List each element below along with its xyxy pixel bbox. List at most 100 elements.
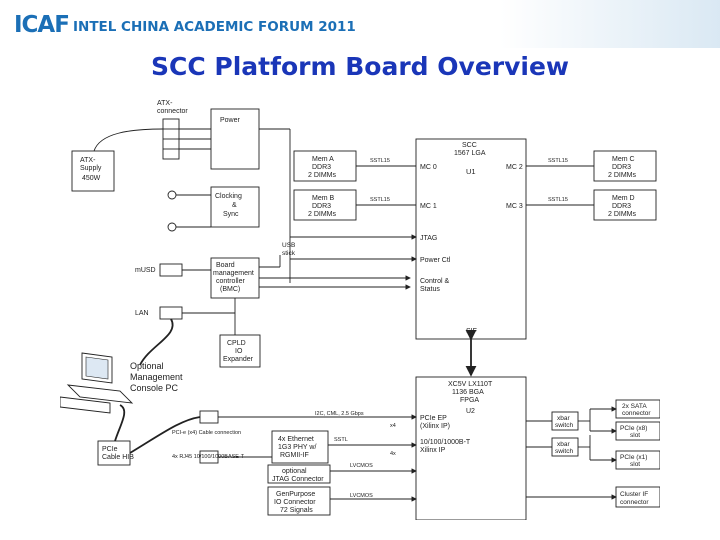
atx-connector: ATX- connector [157,100,188,160]
pcie-ep-label-1: PCIe EP [420,415,447,422]
clock-oscillator-icon [167,222,177,232]
sstl-label-b: SSTL15 [370,197,390,203]
pcie8-label-1: PCIe (x8) [620,425,647,432]
gpio-label-1: GenPurpose [276,491,315,498]
scc-label-1: SCC [462,142,477,149]
mem-d-label-2: DDR3 [612,203,631,210]
scc-mc2-label: MC 2 [506,164,523,171]
pcie1-label-2: slot [630,461,640,468]
atx-supply-label-3: 450W [82,175,101,182]
pcie-cable-label: PCI-e (x4) Cable connection [172,430,241,436]
mem-b-label-1: Mem B [312,195,335,202]
rj45-label: 4x RJ45 10/100/1000BASE-T [172,454,245,460]
scc-mc0-label: MC 0 [420,164,437,171]
bmc-label-2: management [213,270,254,277]
usb-stick-label-2: stick [282,250,296,257]
sata-label-1: 2x SATA [622,403,647,410]
bmc-label-3: controller [216,278,245,285]
scc-u1-label: U1 [466,167,476,176]
sstl-label-c: SSTL15 [548,158,568,164]
eth-mac-label-1: 10/100/1000B-T [420,439,471,446]
clock-oscillator-icon [167,190,177,200]
opt-jtag-label-2: JTAG Connector [272,476,324,483]
sata-label-2: connector [622,410,651,417]
mem-c-label-1: Mem C [612,156,635,163]
sstl-label-d: SSTL15 [548,197,568,203]
musd-label: mUSD [135,267,156,274]
console-label-1: Optional [130,361,164,371]
clocking-sync-block [210,186,260,228]
xbar1-label-1: xbar [557,415,570,422]
cpld-label-3: Expander [223,356,254,363]
mem-c-block [593,150,657,182]
fpga-label-1: XC5V LX110T [448,381,493,388]
gpio-connector-block [267,486,331,516]
mem-a-label-3: 2 DIMMs [308,172,337,179]
mem-c-label-2: DDR3 [612,164,631,171]
fpga-u2-label: U2 [466,408,475,415]
pcie-hib-label-2: Cable HIB [102,454,134,461]
scc-chip-block [415,138,527,340]
lan-port [159,306,183,320]
mem-b-label-2: DDR3 [312,203,331,210]
xbar2-label-2: switch [555,448,573,455]
mem-b-block [293,189,357,221]
scc-mc1-label: MC 1 [420,203,437,210]
atx-connector-label-2: connector [157,108,188,115]
atx-connector-label: ATX- [157,100,173,107]
mem-d-label-1: Mem D [612,195,635,202]
cpld-label-2: IO [235,348,243,355]
ethernet-phy-block [271,430,329,464]
xbar1-label-2: switch [555,422,573,429]
scc-control-label-1: Control & [420,278,450,285]
clocking-label-1: Clocking [215,193,242,200]
atx-supply-label-2: Supply [80,165,102,172]
scc-control-label-2: Status [420,286,440,293]
atx-supply-label-1: ATX- [80,157,96,164]
opt-jtag-label-1: optional [282,468,307,475]
bmc-label-4: (BMC) [220,286,240,293]
pcie8-label-2: slot [630,432,640,439]
x4-label: x4 [390,423,396,429]
console-label-3: Console PC [130,383,179,393]
scc-jtag-label: JTAG [420,235,437,242]
platform-board-diagram: ATX- connector Power ATX- Supply 450W Cl… [60,100,660,520]
pcie-hib-label-1: PCIe [102,446,118,453]
atx-supply [71,150,115,192]
bmc-label-1: Board [216,262,235,269]
mem-a-label-2: DDR3 [312,164,331,171]
sstl-label-a: SSTL15 [370,158,390,164]
fpga-label-3: FPGA [460,397,479,404]
scc-sif-label: SIF [466,328,477,335]
x4b-label: 4x [390,451,396,457]
fpga-label-2: 1136 BGA [452,389,484,396]
mem-c-label-3: 2 DIMMs [608,172,637,179]
page-title: SCC Platform Board Overview [150,52,570,81]
cpld-block [219,334,261,368]
gpio-label-2: IO Connector [274,499,316,506]
pcie-hib-block [97,440,131,466]
pcie1-label-1: PCIe (x1) [620,454,647,461]
fpga-block [415,376,527,520]
pcie-cable-port [199,410,219,424]
mem-b-label-3: 2 DIMMs [308,211,337,218]
power-label: Power [220,117,241,124]
ethernet-label-2: 1G3 PHY w/ [278,444,316,451]
header-banner: ICAF INTEL CHINA ACADEMIC FORUM 2011 [0,0,720,48]
banner-map-fade [500,0,720,48]
gpio-label-3: 72 Signals [280,507,313,514]
clocking-label-2: & [232,202,237,209]
console-label-2: Management [130,372,183,382]
lvcmos-label-1: LVCMOS [350,463,373,469]
eth-mac-label-2: Xilinx IP [420,447,446,454]
mem-a-label-1: Mem A [312,156,334,163]
cluster-label-2: connector [620,499,649,506]
musd-slot [159,263,183,277]
mem-a-block [293,150,357,182]
scc-label-2: 1567 LGA [454,150,486,157]
cluster-label-1: Cluster IF [620,491,648,498]
bus-label: I2C, CML, 2.5 Gbps [315,411,364,417]
cpld-label-1: CPLD [227,340,246,347]
scc-power-ctl-label: Power Ctl [420,257,451,264]
ethernet-label-3: RGMII-IF [280,452,309,459]
